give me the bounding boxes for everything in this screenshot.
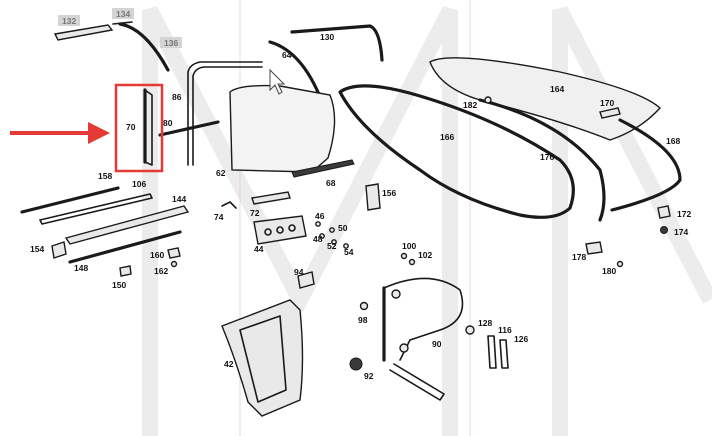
part-166-seal (338, 84, 575, 219)
part-148-strip (68, 230, 182, 264)
label-172: 172 (677, 209, 691, 219)
label-54: 54 (344, 247, 354, 257)
part-72-plate (251, 191, 291, 205)
highlight-box (114, 83, 164, 173)
part-164-windshield (429, 57, 661, 141)
label-106: 106 (132, 179, 146, 189)
part-42-panel (221, 299, 304, 417)
part-130-strip (290, 24, 384, 62)
label-180: 180 (602, 266, 616, 276)
label-178: 178 (572, 252, 586, 262)
part-144-strip (64, 205, 190, 245)
label-92: 92 (364, 371, 374, 381)
part-160-clip (167, 247, 181, 259)
part-86-channel (187, 61, 263, 166)
label-48: 48 (313, 234, 323, 244)
label-160: 160 (150, 250, 164, 260)
label-176: 176 (540, 152, 554, 162)
label-62: 62 (216, 168, 226, 178)
part-94-block (297, 271, 315, 289)
part-176-frame (478, 98, 606, 222)
label-150: 150 (112, 280, 126, 290)
part-62-glass (229, 84, 336, 173)
label-130: 130 (320, 32, 334, 42)
part-126-link (499, 339, 509, 369)
label-158: 158 (98, 171, 112, 181)
part-162-screw (170, 260, 178, 268)
label-136: 136 (164, 38, 178, 48)
part-150-clip (119, 265, 132, 277)
part-102-screw (408, 258, 416, 266)
label-116: 116 (498, 325, 512, 335)
part-90-regulator (382, 277, 464, 401)
label-72: 72 (250, 208, 260, 218)
part-70-strip (143, 88, 153, 166)
part-178-bracket (585, 241, 603, 255)
highlight-callout (10, 83, 164, 173)
label-102: 102 (418, 250, 432, 260)
label-86: 86 (172, 92, 182, 102)
label-170: 170 (600, 98, 614, 108)
label-134: 134 (116, 9, 130, 19)
part-182-bolt (484, 96, 492, 104)
part-172-clip (657, 205, 671, 219)
label-132: 132 (62, 16, 76, 26)
part-174-cap (660, 226, 668, 234)
highlight-arrow-icon (88, 122, 110, 144)
part-168-strip (610, 118, 682, 212)
label-166: 166 (440, 132, 454, 142)
cursor-arrow-icon (269, 68, 286, 95)
part-170-pad (599, 107, 621, 119)
part-80-bar (158, 120, 220, 137)
label-128: 128 (478, 318, 492, 328)
part-156-plate (365, 183, 381, 211)
label-52: 52 (327, 241, 337, 251)
part-106-strip (39, 193, 153, 225)
part-screws-46-54 (315, 221, 349, 249)
label-44: 44 (254, 244, 264, 254)
part-labels: 132 134 136 64 130 86 70 80 164 182 170 … (30, 8, 691, 381)
label-148: 148 (74, 263, 88, 273)
part-68-strip (291, 159, 355, 178)
label-94: 94 (294, 267, 304, 277)
label-156: 156 (382, 188, 396, 198)
label-182: 182 (463, 100, 477, 110)
label-100: 100 (402, 241, 416, 251)
part-74-clip (221, 201, 237, 209)
label-168: 168 (666, 136, 680, 146)
part-158-strip (20, 186, 120, 214)
part-136-strip (118, 22, 170, 72)
part-92-knob (349, 357, 363, 371)
label-80: 80 (163, 118, 173, 128)
label-64: 64 (282, 50, 292, 60)
label-50: 50 (338, 223, 348, 233)
label-74: 74 (214, 212, 224, 222)
label-174: 174 (674, 227, 688, 237)
part-132-trim (53, 24, 114, 41)
part-98-knob (359, 301, 369, 311)
watermark (142, 0, 712, 436)
label-98: 98 (358, 315, 368, 325)
part-100-washer (400, 252, 408, 260)
label-68: 68 (326, 178, 336, 188)
label-126: 126 (514, 334, 528, 344)
label-70: 70 (126, 122, 136, 132)
part-116-link (487, 335, 497, 369)
label-164: 164 (550, 84, 564, 94)
part-154-bracket (51, 241, 67, 259)
part-128-bushing (465, 325, 475, 335)
label-46: 46 (315, 211, 325, 221)
label-90: 90 (432, 339, 442, 349)
label-42: 42 (224, 359, 234, 369)
label-162: 162 (154, 266, 168, 276)
part-180-screw (616, 260, 624, 268)
label-154: 154 (30, 244, 44, 254)
part-44-plate (253, 215, 307, 245)
label-144: 144 (172, 194, 186, 204)
